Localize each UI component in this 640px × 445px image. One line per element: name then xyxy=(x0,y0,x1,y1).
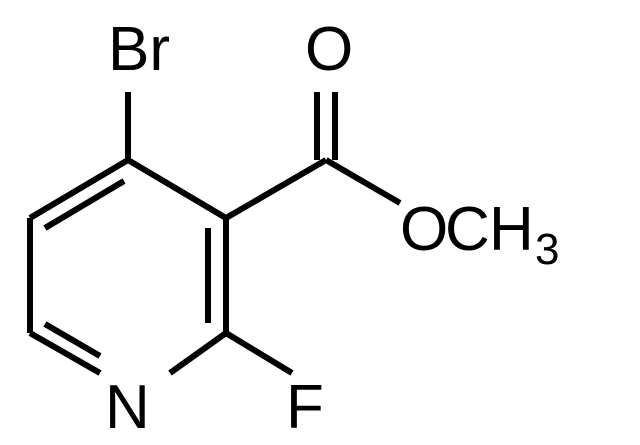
bond-c3-c4 xyxy=(126,157,228,221)
methyl-hydrogen-label: H xyxy=(489,195,534,264)
bromine-label: Br xyxy=(108,15,170,84)
bond-n1-c2 xyxy=(168,330,228,376)
bond-c6-n1 xyxy=(28,330,102,376)
carbonyl-oxygen-label: O xyxy=(305,15,353,84)
ester-oxygen-label: O xyxy=(400,195,448,264)
methyl-subscript-label: 3 xyxy=(535,225,559,274)
methyl-carbon-label: C xyxy=(445,195,490,264)
bond-c4-c5-inner xyxy=(43,178,126,231)
bond-carbonyl-carbon-ester-oxygen xyxy=(324,157,402,206)
bond-c3-carbonyl-carbon xyxy=(224,157,328,221)
bond-c6-n1-inner xyxy=(43,321,102,359)
bond-c4-c5 xyxy=(28,157,130,221)
bond-c2-f xyxy=(224,330,294,376)
ring-nitrogen-label: N xyxy=(105,373,150,442)
fluorine-label: F xyxy=(286,373,324,442)
